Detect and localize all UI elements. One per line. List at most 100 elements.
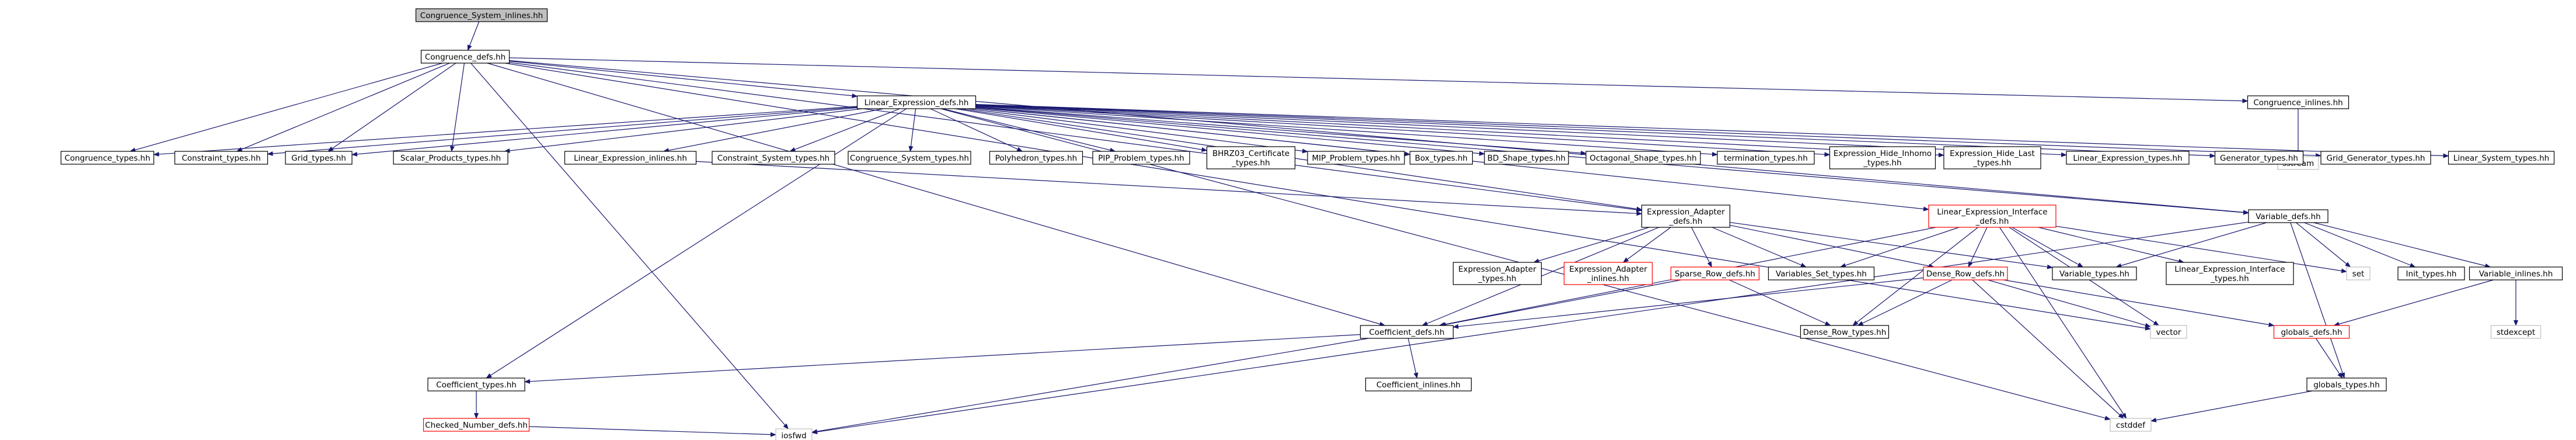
node-gridgen-types[interactable]: Grid_Generator_types.hh — [2320, 151, 2431, 165]
node-poly-types[interactable]: Polyhedron_types.hh — [989, 151, 1083, 165]
node-label: Variables_Set_types.hh — [1776, 269, 1867, 279]
node-box — [2346, 266, 2371, 280]
edge-coeff-defs-to-iosfwd — [811, 338, 1369, 434]
node-box — [393, 151, 508, 165]
node-label: Octagonal_Shape_types.hh — [1589, 154, 1696, 163]
node-box — [2110, 418, 2152, 432]
node-label: Grid_Generator_types.hh — [2327, 154, 2425, 163]
node-box — [2247, 95, 2350, 109]
node-expradapt-types[interactable]: Expression_Adapter_types.hh — [1452, 262, 1542, 285]
node-linexpr-defs[interactable]: Linear_Expression_defs.hh — [856, 95, 977, 109]
node-dense-defs[interactable]: Dense_Row_defs.hh — [1923, 266, 2008, 280]
node-box — [174, 151, 269, 165]
node-label: stdexcept — [2497, 328, 2535, 337]
node-congsys-types[interactable]: Congruence_System_types.hh — [848, 151, 971, 165]
node-grid-types[interactable]: Grid_types.hh — [285, 151, 353, 165]
node-coeff-defs[interactable]: Coefficient_defs.hh — [1360, 325, 1454, 339]
node-label: _defs.hh — [1975, 217, 2009, 226]
node-varset-types[interactable]: Variables_Set_types.hh — [1768, 266, 1875, 280]
node-mip-types[interactable]: MIP_Problem_types.hh — [1307, 151, 1405, 165]
node-var-types[interactable]: Variable_types.hh — [2052, 266, 2137, 280]
node-scalar-types[interactable]: Scalar_Products_types.hh — [393, 151, 508, 165]
node-ehl-types[interactable]: Expression_Hide_Last_types.hh — [1943, 146, 2041, 169]
node-cs-types[interactable]: Constraint_System_types.hh — [712, 151, 835, 165]
node-label: Expression_Hide_Last — [1950, 149, 2035, 158]
node-dense-types[interactable]: Dense_Row_types.hh — [1800, 325, 1890, 339]
node-var-inlines[interactable]: Variable_inlines.hh — [2469, 266, 2563, 280]
node-label: Linear_System_types.hh — [2453, 154, 2549, 163]
node-box — [2306, 377, 2387, 392]
node-linexpr-inlines[interactable]: Linear_Expression_inlines.hh — [564, 151, 697, 165]
node-vector[interactable]: vector — [2150, 325, 2187, 339]
edge-lei-defs-to-cstddef — [1999, 227, 2127, 419]
edge-linexpr-defs-to-linsys-types — [975, 103, 2449, 158]
node-term-types[interactable]: termination_types.hh — [1717, 151, 1815, 165]
node-var-defs[interactable]: Variable_defs.hh — [2248, 209, 2328, 223]
node-box — [1923, 266, 2008, 280]
node-checked-defs[interactable]: Checked_Number_defs.hh — [423, 418, 530, 432]
node-label: Coefficient_defs.hh — [1369, 328, 1444, 337]
edge-cong-defs-to-cong-inlines — [509, 57, 2249, 103]
edge-expradapt-defs-to-var-types — [1730, 221, 2053, 269]
edge-expradapt-defs-to-expradapt-inlines — [1622, 227, 1671, 263]
node-expradapt-inlines[interactable]: Expression_Adapter_inlines.hh — [1563, 262, 1653, 285]
edge-cong-defs-to-linexpr-defs — [509, 61, 858, 98]
node-box — [1829, 146, 1936, 169]
node-cong-defs[interactable]: Congruence_defs.hh — [420, 50, 510, 64]
node-box — [1409, 151, 1473, 165]
node-globals-defs[interactable]: globals_defs.hh — [2273, 325, 2350, 339]
node-coeff-inlines[interactable]: Coefficient_inlines.hh — [1365, 377, 1472, 392]
node-box — [1800, 325, 1890, 339]
node-iosfwd[interactable]: iosfwd — [775, 428, 813, 440]
node-box-types[interactable]: Box_types.hh — [1409, 151, 1473, 165]
node-cong-inlines[interactable]: Congruence_inlines.hh — [2247, 95, 2350, 109]
node-ehi-types[interactable]: Expression_Hide_Inhomo_types.hh — [1829, 146, 1936, 169]
edge-dense-defs-to-vector — [1988, 279, 2151, 328]
node-bd-types[interactable]: BD_Shape_types.hh — [1484, 151, 1569, 165]
node-label: globals_defs.hh — [2281, 328, 2342, 337]
node-label: Congruence_inlines.hh — [2253, 98, 2343, 108]
node-label: Expression_Adapter — [1647, 207, 1725, 217]
node-oct-types[interactable]: Octagonal_Shape_types.hh — [1585, 151, 1701, 165]
node-label: Linear_Expression_inlines.hh — [574, 154, 687, 163]
edge-dense-defs-to-dense-types — [1857, 279, 1953, 326]
node-constraint-types[interactable]: Constraint_types.hh — [174, 151, 269, 165]
node-linexpr-types[interactable]: Linear_Expression_types.hh — [2066, 151, 2190, 165]
node-stdexcept[interactable]: stdexcept — [2490, 325, 2542, 339]
node-pip-types[interactable]: PIP_Problem_types.hh — [1092, 151, 1190, 165]
node-init-types[interactable]: Init_types.hh — [2397, 266, 2465, 280]
node-box — [2490, 325, 2542, 339]
node-label: Congruence_System_types.hh — [850, 154, 969, 163]
edge-var-defs-to-var-types — [2115, 222, 2267, 268]
node-coeff-types[interactable]: Coefficient_types.hh — [427, 377, 525, 392]
edge-var-defs-to-var-inlines — [2313, 222, 2491, 268]
node-set[interactable]: set — [2346, 266, 2371, 280]
node-cstddef[interactable]: cstddef — [2110, 418, 2152, 432]
node-root[interactable]: Congruence_System_inlines.hh — [415, 8, 548, 22]
node-lei-types[interactable]: Linear_Expression_Interface_types.hh — [2166, 262, 2294, 285]
node-label: _inlines.hh — [1587, 274, 1629, 283]
node-box — [1092, 151, 1190, 165]
node-bhrz-types[interactable]: BHRZ03_Certificate_types.hh — [1206, 146, 1296, 169]
edge-checked-defs-to-iosfwd — [529, 426, 776, 437]
node-globals-types[interactable]: globals_types.hh — [2306, 377, 2387, 392]
node-expradapt-defs[interactable]: Expression_Adapter_defs.hh — [1641, 205, 1731, 228]
node-box — [1928, 205, 2056, 228]
node-box — [1365, 377, 1472, 392]
node-label: _types.hh — [1863, 158, 1901, 168]
node-linsys-types[interactable]: Linear_System_types.hh — [2448, 151, 2555, 165]
node-box — [2273, 325, 2350, 339]
nodes-layer: Congruence_System_inlines.hhCongruence_d… — [60, 8, 2563, 440]
node-cong-types[interactable]: Congruence_types.hh — [60, 151, 155, 165]
node-sparse-defs[interactable]: Sparse_Row_defs.hh — [1670, 266, 1760, 280]
edge-lei-defs-to-dense-types — [1852, 227, 1979, 326]
edge-expradapt-defs-to-varset-types — [1711, 227, 1807, 268]
edge-linexpr-defs-to-constraint-types — [267, 106, 857, 156]
edge-linexpr-defs-to-pip-types — [942, 108, 1116, 153]
node-lei-defs[interactable]: Linear_Expression_Interface_defs.hh — [1928, 205, 2056, 228]
node-box — [2248, 209, 2328, 223]
node-gen-types[interactable]: Generator_types.hh — [2214, 151, 2304, 165]
edge-linexpr-defs-to-bhrz-types — [955, 108, 1208, 152]
node-label: vector — [2156, 328, 2181, 337]
